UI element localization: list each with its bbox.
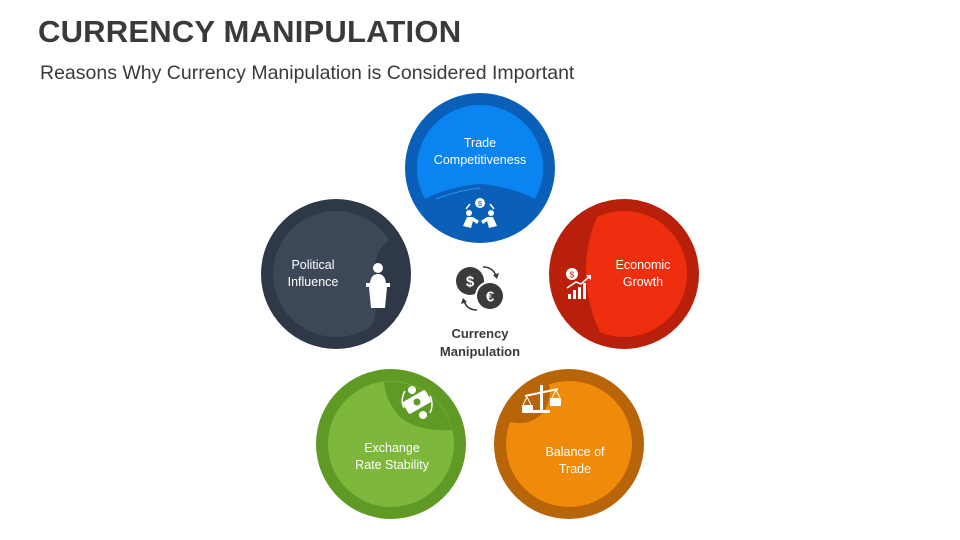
svg-text:€: € [486, 289, 495, 306]
node-trade-competitiveness [405, 93, 555, 243]
label-line: Political [291, 258, 335, 272]
svg-text:$: $ [570, 271, 575, 280]
currency-exchange-icon: $ € [456, 266, 505, 311]
label-economic-growth: Economic Growth [583, 257, 703, 291]
trade-handshake-icon: $ [463, 198, 497, 228]
growth-chart-icon: $ [566, 268, 591, 299]
label-exchange-rate-stability: Exchange Rate Stability [332, 440, 452, 474]
exchange-cycle-icon [401, 386, 433, 419]
center-label-line: Currency [451, 326, 509, 341]
node-economic-growth [549, 199, 699, 349]
label-line: Trade [558, 462, 592, 476]
slide-title: CURRENCY MANIPULATION [38, 14, 462, 49]
label-political-influence: Political Influence [253, 257, 373, 291]
label-line: Competitiveness [433, 153, 527, 167]
center-label: Currency Manipulation [420, 325, 540, 361]
label-line: Growth [622, 275, 664, 289]
podium-speaker-icon [366, 263, 390, 308]
center-label-line: Manipulation [439, 344, 521, 359]
slide-subtitle: Reasons Why Currency Manipulation is Con… [40, 62, 575, 84]
label-line: Influence [287, 275, 339, 289]
label-line: Balance of [545, 445, 605, 459]
svg-text:$: $ [478, 201, 482, 208]
balance-scale-icon [522, 385, 561, 413]
svg-text:$: $ [466, 274, 475, 291]
label-line: Trade [463, 136, 497, 150]
label-trade-competitiveness: Trade Competitiveness [420, 135, 540, 169]
label-line: Rate Stability [355, 458, 429, 472]
label-line: Exchange [364, 441, 420, 455]
label-line: Economic [615, 258, 671, 272]
label-balance-of-trade: Balance of Trade [515, 444, 635, 478]
